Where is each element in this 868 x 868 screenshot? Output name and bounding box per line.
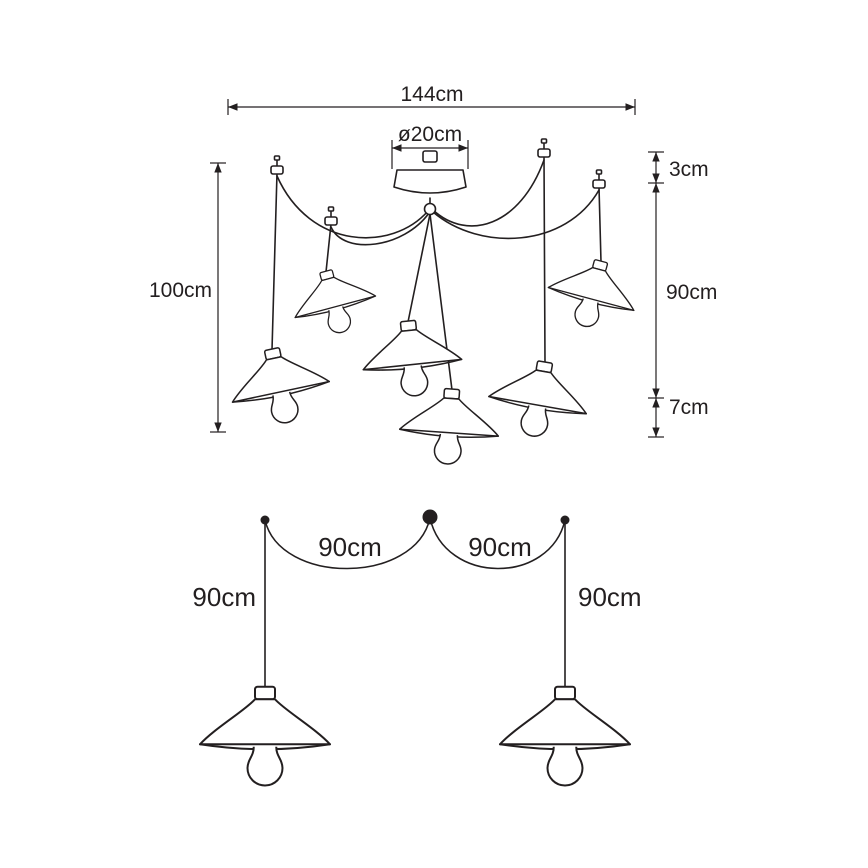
dim-canopy-diameter: ø20cm <box>391 123 469 169</box>
drop-right-label: 90cm <box>578 582 642 612</box>
dim-width-label: 144cm <box>400 83 463 106</box>
top-diagram: 144cm ø20cm 100cm 3cm 90cm 7c <box>149 83 717 469</box>
right-hook-dot <box>560 515 570 525</box>
swag-left-label: 90cm <box>318 532 382 562</box>
chandelier-drawing <box>222 138 645 469</box>
drop-left-label: 90cm <box>192 582 256 612</box>
pendant-shade <box>199 685 331 787</box>
attachment-points <box>260 509 570 525</box>
ceiling-canopy <box>393 150 467 216</box>
dim-right-stack: 3cm 90cm 7cm <box>648 151 717 438</box>
dim-height: 100cm <box>149 162 226 433</box>
cable-knot <box>423 202 437 216</box>
drop-cables <box>271 155 602 391</box>
dim-canopy-height-label: 3cm <box>669 158 709 181</box>
dim-width: 144cm <box>227 83 636 115</box>
bottom-drop-cables <box>264 523 566 689</box>
dim-height-label: 100cm <box>149 279 212 302</box>
dim-canopy-diameter-label: ø20cm <box>398 123 462 146</box>
dim-shade-height-label: 7cm <box>669 396 709 419</box>
bottom-shades <box>199 685 631 787</box>
bottom-swags <box>264 517 566 570</box>
pendant-shade <box>396 384 503 469</box>
pendant-shade <box>482 352 595 446</box>
pendant-shade <box>540 249 645 339</box>
left-hook-dot <box>260 515 270 525</box>
pendant-shades <box>222 249 645 469</box>
pendant-shade <box>499 685 631 787</box>
pendant-shade <box>284 259 383 344</box>
bottom-diagram: 90cm 90cm 90cm 90cm <box>192 509 642 787</box>
swag-cables <box>276 159 600 246</box>
swag-right-label: 90cm <box>468 532 532 562</box>
dim-cable-length-label: 90cm <box>666 281 717 304</box>
center-canopy-dot <box>422 509 438 525</box>
pendant-shade <box>222 338 337 434</box>
